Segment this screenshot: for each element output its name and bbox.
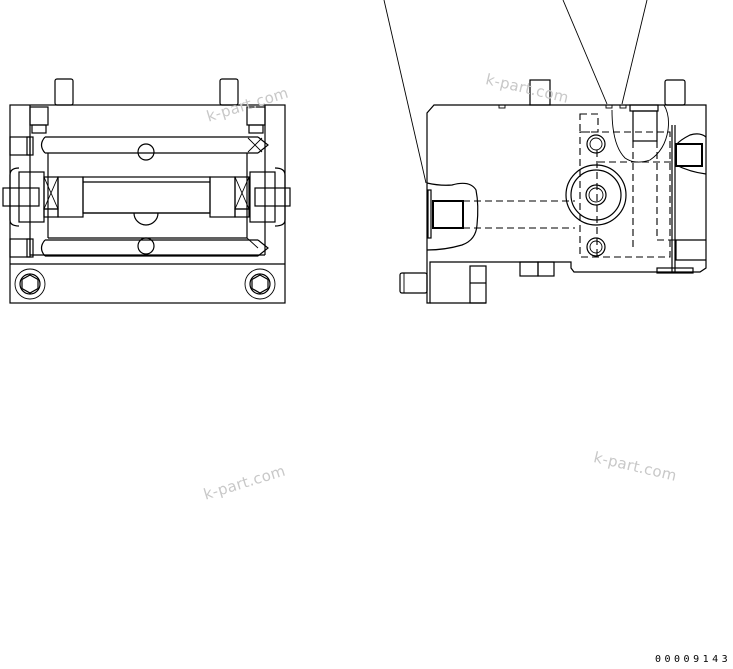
drawing-number: 00009143 xyxy=(655,654,732,665)
front-view xyxy=(2,78,291,304)
leader-line-1 xyxy=(383,0,427,184)
leader-line-3 xyxy=(621,0,648,105)
leader-line-2 xyxy=(562,0,608,105)
side-view xyxy=(383,0,707,304)
